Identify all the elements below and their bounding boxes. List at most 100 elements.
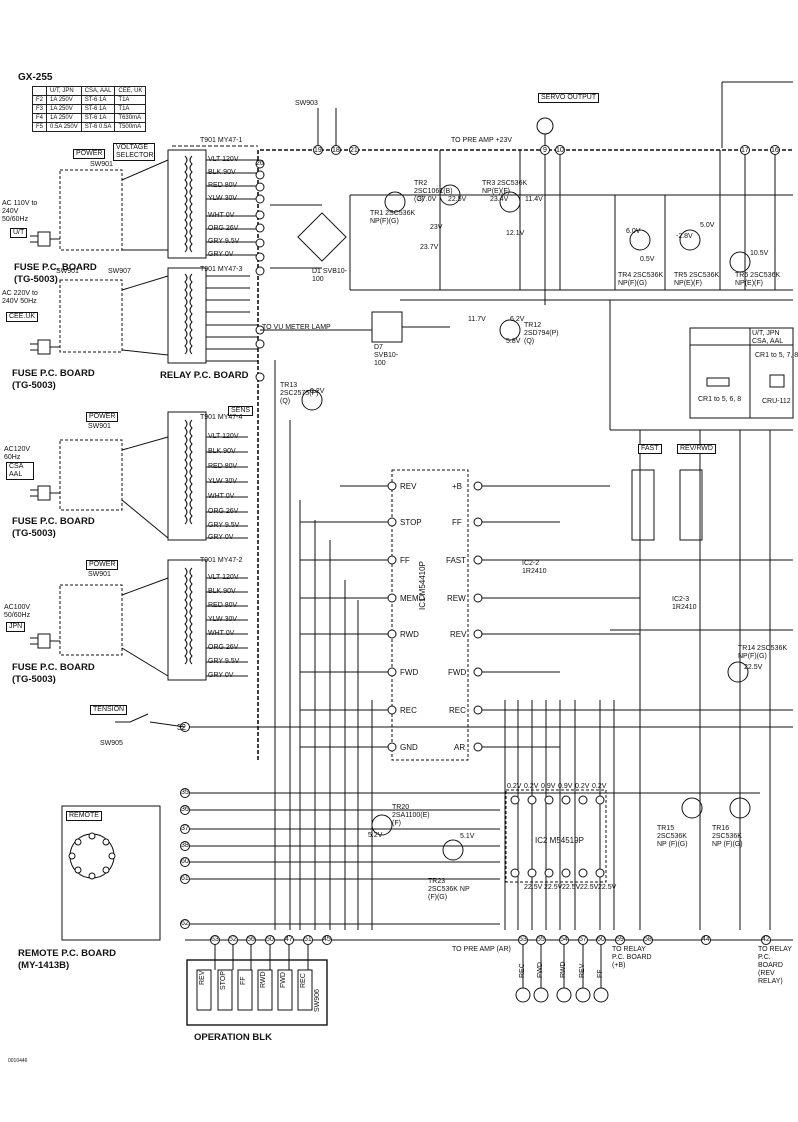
winding-label: BLK 90V xyxy=(208,169,236,176)
voltage-label: 22.5V xyxy=(744,664,763,671)
pad-number: 32 xyxy=(177,723,186,732)
power-tag-3: POWER xyxy=(86,412,119,422)
winding-label: ORG 26V xyxy=(208,225,239,232)
tr5-label: TR5 2SC536K NP(E)(F) xyxy=(674,272,720,287)
ac-rating-1: AC 110V to 240V 50/60Hz xyxy=(2,200,38,223)
winding-label: YLW 30V xyxy=(208,195,238,202)
t901-b-label: T901 MY47-3 xyxy=(200,266,243,273)
fuse-board-2-title: FUSE P.C. BOARD xyxy=(12,368,95,379)
ac-rating-2: AC 220V to 240V 50Hz xyxy=(2,290,38,305)
winding-label: VLT 120V xyxy=(208,156,239,163)
winding-label: VLT 120V xyxy=(208,433,239,440)
sens-tag: SENS xyxy=(228,406,254,416)
tr4-label: TR4 2SC536K NP(F)(G) xyxy=(618,272,664,287)
winding-label: GRY 9.5V xyxy=(208,238,240,245)
fuse-board-4-title: FUSE P.C. BOARD xyxy=(12,662,95,673)
pad-number: 54 xyxy=(560,936,568,943)
sw901-label-3: SW901 xyxy=(88,423,111,430)
ic1-pin-right: +B xyxy=(452,482,463,491)
ic1-pin-left: REV xyxy=(400,482,417,491)
ic2-2-label: IC2-2 1R2410 xyxy=(522,560,547,575)
ic2-bottom-voltage: 22.5V xyxy=(598,884,617,891)
rec-button[interactable]: REC xyxy=(519,963,526,978)
voltage-label: 37.0V xyxy=(418,196,437,203)
pad-number: 57 xyxy=(579,936,587,943)
voltage-label: 23.7V xyxy=(420,244,439,251)
voltage-label: 5.1V xyxy=(460,833,475,840)
tr20-label: TR20 2SA1100(E)(F) xyxy=(392,804,430,827)
ic1-pin-right: FAST xyxy=(446,556,467,565)
winding-label: YLW 30V xyxy=(208,616,238,623)
servo-output-tag: SERVO OUTPUT xyxy=(538,93,600,103)
tr23-label: TR23 2SC536K NP (F)(G) xyxy=(428,878,470,901)
voltage-label: 0.2V xyxy=(310,388,325,395)
pad-number: 53 xyxy=(519,936,527,943)
op-key-ff[interactable]: FF xyxy=(240,976,247,985)
tr3-label: TR3 2SC536K NP(E)(F) xyxy=(482,180,528,195)
voltage-label: 0.5V xyxy=(640,256,655,263)
rev-button[interactable]: REV xyxy=(579,963,586,978)
ut-region: U/T xyxy=(10,228,28,238)
op-key-rev[interactable]: REV xyxy=(199,970,206,985)
t901-a-label: T901 MY47-1 xyxy=(200,137,243,144)
pad-number: 58 xyxy=(644,936,652,943)
ic1-pin-left: FF xyxy=(400,556,410,565)
rwd-button[interactable]: RWD xyxy=(560,961,567,978)
d7-label: D7 SVB10-100 xyxy=(374,344,399,367)
sw901-label-4: SW901 xyxy=(88,571,111,578)
op-key-rwd[interactable]: RWD xyxy=(260,971,267,988)
winding-label: WHT 0V xyxy=(208,493,235,500)
pad-number: 60 xyxy=(181,858,189,865)
remote-board-title: REMOTE P.C. BOARD xyxy=(18,948,117,959)
pad-number: 16 xyxy=(771,147,779,154)
voltage-label: 11.4V xyxy=(525,196,543,203)
pad-number: 52 xyxy=(229,936,237,943)
ic1-pin-right: REC xyxy=(449,706,466,715)
ic2-bottom-voltage: 22.5V xyxy=(562,884,581,891)
voltage-label: 6.0V xyxy=(626,228,641,235)
fwd-button[interactable]: FWD xyxy=(537,962,544,978)
pad-number: 50 xyxy=(266,936,274,943)
fuse-board-3-code: (TG-5003) xyxy=(12,528,56,539)
op-key-stop[interactable]: STOP xyxy=(220,971,227,990)
ic2-voltage: 0.9V xyxy=(541,783,556,790)
ic1-pin-left: REC xyxy=(400,706,417,715)
winding-label: GRY 0V xyxy=(208,672,234,679)
tr12-label: TR12 2SD794(P)(Q) xyxy=(524,322,559,345)
voltage-label: 22.5V xyxy=(448,196,467,203)
ic2-voltage: 0.2V xyxy=(507,783,522,790)
op-key-fwd[interactable]: FWD xyxy=(280,972,287,988)
op-key-rec[interactable]: REC xyxy=(300,973,307,988)
ic1-pin-right: REW xyxy=(447,594,466,603)
fast-tag: FAST xyxy=(638,444,662,454)
tr13-label: TR13 2SC2575(P)(Q) xyxy=(280,382,319,405)
ic1-pin-right: FWD xyxy=(448,668,467,677)
tr15-label: TR15 2SC536K NP (F)(G) xyxy=(657,825,688,848)
d1-label: D1 SVB10-100 xyxy=(312,268,348,283)
t901-c-label: T901 MY47-4 xyxy=(200,414,243,421)
legend-item: CR1 to 5, 7, 8 xyxy=(755,352,798,359)
ic1-pin-right: FF xyxy=(452,518,462,527)
pad-number: 59 xyxy=(616,936,624,943)
fuse-table-header: U/T, JPN CSA, AAL CEE, UK xyxy=(31,86,147,96)
winding-label: GRY 9.5V xyxy=(208,522,240,529)
winding-label: WHT 0V xyxy=(208,630,235,637)
pad-number: 21 xyxy=(350,147,358,154)
ic1-pin-right: REV xyxy=(450,630,467,639)
ic2-bottom-voltage: 22.5V xyxy=(544,884,563,891)
pad-number: 56 xyxy=(247,936,255,943)
pad-number: 51 xyxy=(304,936,312,943)
ff-button[interactable]: FF xyxy=(597,969,604,978)
sw903-label: SW903 xyxy=(295,100,318,107)
fuse-board-1-code: (TG-5003) xyxy=(14,274,58,285)
pad-number: 62 xyxy=(181,920,189,927)
fuse-board-2-code: (TG-5003) xyxy=(12,380,56,391)
pad-number: 47 xyxy=(285,936,293,943)
power-tag-1: POWER xyxy=(73,149,106,159)
ic2-bottom-voltage: 22.5V xyxy=(524,884,543,891)
voltage-label: 5.8V xyxy=(506,338,521,345)
csa-aal-region: CSA AAL xyxy=(6,462,34,480)
